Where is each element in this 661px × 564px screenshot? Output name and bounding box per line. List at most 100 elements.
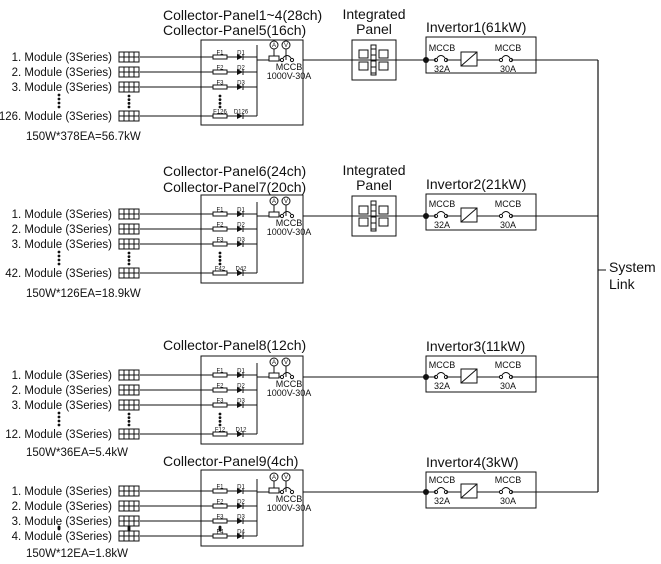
dot (57, 258, 61, 262)
diode-symbol (237, 533, 243, 539)
diode-symbol (237, 387, 243, 393)
inverter-mccb-out-label: MCCB (495, 360, 522, 370)
fuse-symbol (212, 69, 228, 75)
fuse-symbol (212, 270, 228, 276)
diode-symbol (237, 84, 243, 90)
dot (127, 525, 131, 529)
module-label: 42. Module (3Series) (5, 268, 112, 280)
solar-module-icon (118, 208, 140, 220)
collector-panel-title: Collector-Panel9(4ch) (163, 453, 298, 469)
breaker-block (378, 205, 389, 215)
contact-dot (498, 57, 504, 63)
solar-module-icon (118, 485, 140, 497)
converter-diagonal (460, 368, 478, 384)
solar-module-icon (118, 51, 140, 63)
diode-symbol (237, 113, 243, 119)
module-label: 1. Module (3Series) (12, 486, 113, 498)
dot (218, 412, 222, 416)
fuse-label: F2 (216, 223, 224, 229)
collector-panel-title: Collector-Panel5(16ch) (163, 22, 306, 38)
dot (57, 250, 61, 254)
panel-mccb-label: MCCB (276, 218, 303, 228)
system-link-label: Link (609, 276, 636, 292)
fuse-symbol (212, 372, 228, 378)
dot (218, 525, 222, 529)
dot (127, 419, 131, 423)
converter-diagonal (460, 483, 478, 499)
inverter-mccb-in-symbol (436, 372, 446, 376)
dot (57, 97, 61, 101)
panel-mccb-label: MCCB (276, 379, 303, 389)
diode-label: D126 (234, 110, 249, 116)
dot (127, 262, 131, 266)
diode-symbol (237, 241, 243, 247)
array-capacity: 150W*126EA=18.9kW (26, 288, 141, 300)
fuse-continuation-dots (218, 251, 222, 266)
diode-label: D2 (237, 384, 245, 390)
solar-module-icon (118, 500, 140, 512)
dot (57, 105, 61, 109)
dot (127, 255, 131, 259)
fuse-symbol (212, 488, 228, 494)
inverter-mccb-out-symbol (501, 211, 511, 215)
diode-label: D1 (237, 485, 245, 491)
solar-module-icon (118, 267, 140, 279)
dot (57, 93, 61, 97)
shunt-symbol (268, 211, 280, 218)
fuse-continuation-dots (218, 412, 222, 427)
module-label: 2. Module (3Series) (12, 67, 113, 79)
solar-module-icon (118, 66, 140, 78)
contact-dot (289, 213, 295, 219)
fuse-symbol (212, 431, 228, 437)
panel-mccb-symbol (282, 372, 292, 376)
solar-module-icon (118, 223, 140, 235)
panel-mccb-label: MCCB (276, 494, 303, 504)
breaker-block (378, 49, 389, 59)
dot (57, 262, 61, 266)
meter-letter: A (272, 43, 276, 49)
dot (127, 258, 131, 262)
inverter-mccb-out-label: MCCB (495, 475, 522, 485)
module-label: 1. Module (3Series) (12, 370, 113, 382)
diode-symbol (237, 211, 243, 217)
breaker-block (358, 217, 369, 227)
panel-mccb-rating: 1000V-30A (267, 227, 312, 237)
diode-label: D1 (237, 369, 245, 375)
fuse-symbol (212, 387, 228, 393)
fuse-label: F1 (216, 485, 224, 491)
fuse-label: F2 (216, 66, 224, 72)
breaker-block (358, 205, 369, 215)
collector-panel-title: Collector-Panel1~4(28ch) (163, 7, 322, 23)
dot (57, 101, 61, 105)
fuse-label: F1 (216, 208, 224, 214)
diode-label: D3 (237, 399, 245, 405)
integrated-panel-title: Panel (356, 177, 392, 193)
diode-symbol (237, 270, 243, 276)
dot (57, 419, 61, 423)
system-link-label: System (609, 259, 656, 275)
fuse-label: F42 (215, 267, 226, 273)
breaker-block (378, 217, 389, 227)
diode-symbol (237, 372, 243, 378)
module-continuation-dots (57, 525, 61, 531)
solar-module-icon (118, 530, 140, 542)
module-label: 2. Module (3Series) (12, 385, 113, 397)
inverter-mccb-out-label: MCCB (495, 199, 522, 209)
module-label: 1. Module (3Series) (12, 209, 113, 221)
inverter-mccb-in-symbol (436, 487, 446, 491)
diode-symbol (237, 488, 243, 494)
dot (218, 101, 222, 105)
array-capacity: 150W*12EA=1.8kW (26, 548, 128, 560)
inverter-mccb-in-symbol (436, 211, 446, 215)
inverter-title: Invertor3(11kW) (426, 338, 525, 354)
dot (127, 423, 131, 427)
dot (57, 525, 61, 529)
module-label: 12. Module (3Series) (5, 429, 112, 441)
dot (127, 412, 131, 416)
breaker-block (358, 61, 369, 71)
inverter-mccb-in-rating: 32A (434, 220, 450, 230)
module-icon-continuation-dots (127, 412, 131, 427)
contact-dot (279, 489, 285, 495)
contact-dot (498, 213, 504, 219)
